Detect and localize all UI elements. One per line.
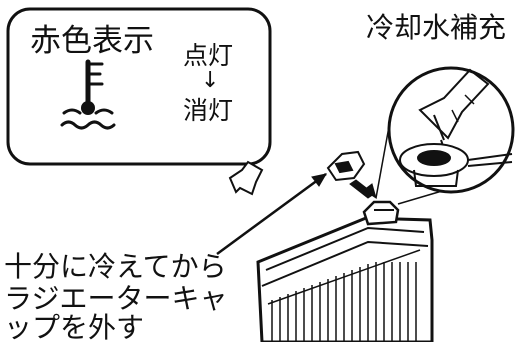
radiator-cap-icon — [326, 150, 366, 182]
radiator-fins — [267, 249, 421, 342]
refill-callout — [375, 66, 515, 205]
coolant-temperature-icon — [60, 59, 116, 130]
remove-arrow-icon — [216, 172, 328, 256]
cap-direction-arrow-icon — [349, 179, 377, 200]
indicator-state-on: 点灯 — [183, 41, 234, 70]
state-transition-arrow: ↓ — [201, 68, 220, 93]
coolant-refill-label: 冷却水補充 — [366, 11, 507, 44]
indicator-panel-title: 赤色表示 — [30, 23, 154, 59]
instruction-line-1: 十分に冷えてから — [4, 250, 227, 283]
instruction-line-3: ップを外す — [4, 311, 145, 342]
indicator-state-off: 消灯 — [183, 96, 234, 125]
instruction-line-2: ラジエーターキャ — [4, 282, 228, 315]
radiator-icon — [256, 200, 434, 342]
twist-arrow-icon — [228, 160, 264, 196]
filler-neck-icon — [399, 143, 513, 187]
